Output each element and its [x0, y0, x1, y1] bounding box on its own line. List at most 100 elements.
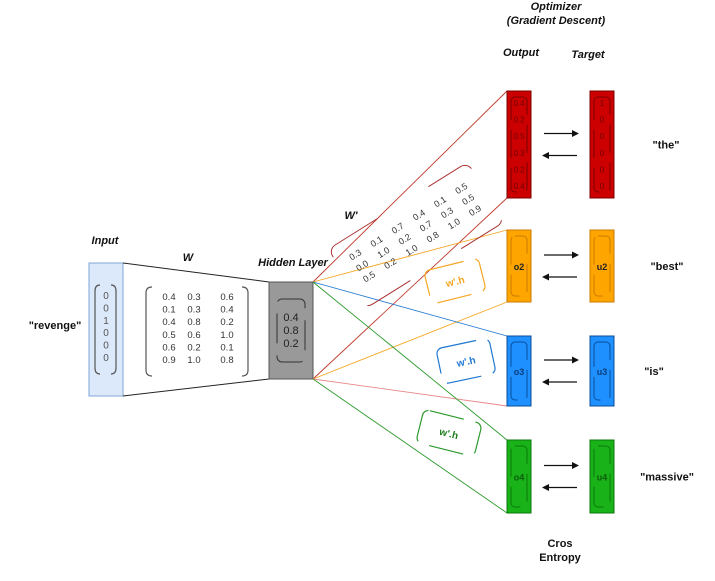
w-matrix-cell: 0.4 [220, 305, 233, 316]
output-label: o4 [514, 473, 525, 483]
hidden-vector-entry: 0.4 [283, 312, 298, 324]
input-heading: Input [92, 235, 120, 247]
backward-arrowhead [542, 273, 549, 281]
w-matrix-cell: 0.1 [162, 305, 175, 316]
projection-line-top [122, 262, 270, 283]
output-label: o3 [514, 367, 525, 377]
w-matrix-cell: 0.6 [220, 292, 233, 303]
wh-text-green: w'.h [437, 427, 459, 443]
input-vector-entry: 0 [103, 353, 109, 364]
conn-red-bottom [312, 197, 508, 380]
projection-line-bottom [122, 378, 270, 397]
w-prime-cell: 0.9 [467, 203, 483, 218]
target-value: 0 [600, 116, 605, 125]
w-matrix-cell: 0.6 [162, 342, 175, 353]
output-inner-bracket [510, 445, 528, 508]
w-prime-matrix-frame [330, 164, 502, 307]
target-word: "massive" [640, 472, 694, 484]
w-matrix-cell: 1.0 [187, 355, 200, 366]
input-vector-entry: 1 [103, 316, 109, 327]
target-value: 0 [600, 132, 605, 141]
conn-green-bottom [312, 378, 508, 514]
conn-orange-bottom [312, 301, 508, 380]
input-vector-entry: 0 [103, 328, 109, 339]
backward-arrowhead [542, 378, 549, 386]
input-bracket-left [94, 284, 101, 375]
input-vector-entry: 0 [103, 341, 109, 352]
conn-orange-top [312, 229, 508, 283]
w-matrix-cell: 0.1 [220, 342, 233, 353]
w-matrix-bracket-left [145, 286, 153, 377]
w-prime-heading: W' [345, 210, 358, 222]
w-matrix-cell: 1.0 [220, 330, 233, 341]
wh-bracket-blue [436, 338, 496, 384]
target-word: "the" [653, 140, 680, 152]
wh-label-green: w'.h [416, 409, 482, 457]
backward-arrowhead [542, 484, 549, 491]
output-inner-bracket [510, 96, 528, 193]
wh-label-orange: w'.h [424, 258, 486, 304]
target-inner-bracket [593, 445, 611, 508]
hidden-vector-values: 0.40.80.2 [283, 312, 298, 350]
w-matrix-cell: 0.9 [162, 355, 175, 366]
conn-red-top [312, 90, 508, 283]
hidden-vector-entry: 0.2 [283, 338, 298, 350]
wh-text-blue: w'.h [455, 355, 477, 370]
forward-arrowhead [572, 130, 579, 137]
w-matrix-cell: 0.8 [220, 355, 233, 366]
w-heading: W [183, 252, 195, 264]
target-heading: Target [571, 49, 606, 61]
target-inner-bracket [593, 341, 611, 401]
wh-bracket-green [416, 409, 482, 457]
target-inner-bracket [593, 96, 611, 193]
target-value: 0 [600, 149, 605, 158]
target-value: 1 [600, 99, 605, 108]
forward-arrowhead [572, 356, 579, 364]
w-prime-cell: 1.0 [446, 216, 462, 231]
w-matrix-cell: 0.2 [220, 317, 233, 328]
output-value: 0.2 [513, 165, 525, 174]
hidden-layer-heading: Hidden Layer [258, 257, 328, 269]
output-value: 0.4 [513, 182, 525, 191]
input-word: "revenge" [29, 320, 82, 332]
w-matrix-cell: 0.2 [187, 342, 200, 353]
w-prime-cell: 0.5 [361, 269, 377, 284]
w-matrix-cell: 0.3 [187, 292, 200, 303]
w-prime-cell: 1.0 [404, 243, 420, 258]
output-inner-bracket [510, 341, 528, 401]
forward-arrowhead [572, 462, 579, 469]
wh-label-blue: w'.h [436, 338, 496, 384]
wh-bracket-orange [424, 258, 486, 304]
w-matrix-cell: 0.8 [187, 317, 200, 328]
output-label: o2 [514, 262, 525, 272]
forward-arrowhead [572, 251, 579, 259]
wh-text-orange: w'.h [444, 275, 466, 291]
target-label: u3 [597, 367, 608, 377]
w-matrix-cell: 0.6 [187, 330, 200, 341]
target-label: u4 [597, 473, 608, 483]
target-value: 0 [600, 165, 605, 174]
w-matrix-cell: 0.4 [162, 292, 175, 303]
w-prime-cell: 0.2 [382, 256, 398, 271]
w-matrix-bracket-right [241, 286, 249, 377]
w-matrix-cell: 0.3 [187, 305, 200, 316]
w-prime-values: 0.30.10.70.40.10.50.01.00.20.70.30.50.50… [347, 181, 483, 284]
output-row: o4 u4 "massive" [506, 439, 694, 514]
conn-blue-top [312, 281, 508, 337]
output-value: 0.4 [513, 99, 525, 108]
hidden-vector-inner [276, 298, 306, 363]
w-matrix-cell: 0.4 [162, 317, 175, 328]
output-heading: Output [503, 47, 540, 59]
conn-green-top [312, 281, 508, 441]
w-matrix-cell: 0.5 [162, 330, 175, 341]
optimizer-sublabel: (Gradient Descent) [507, 15, 606, 27]
input-vector-entry: 0 [103, 303, 109, 314]
optimizer-label: Optimizer [531, 1, 582, 13]
